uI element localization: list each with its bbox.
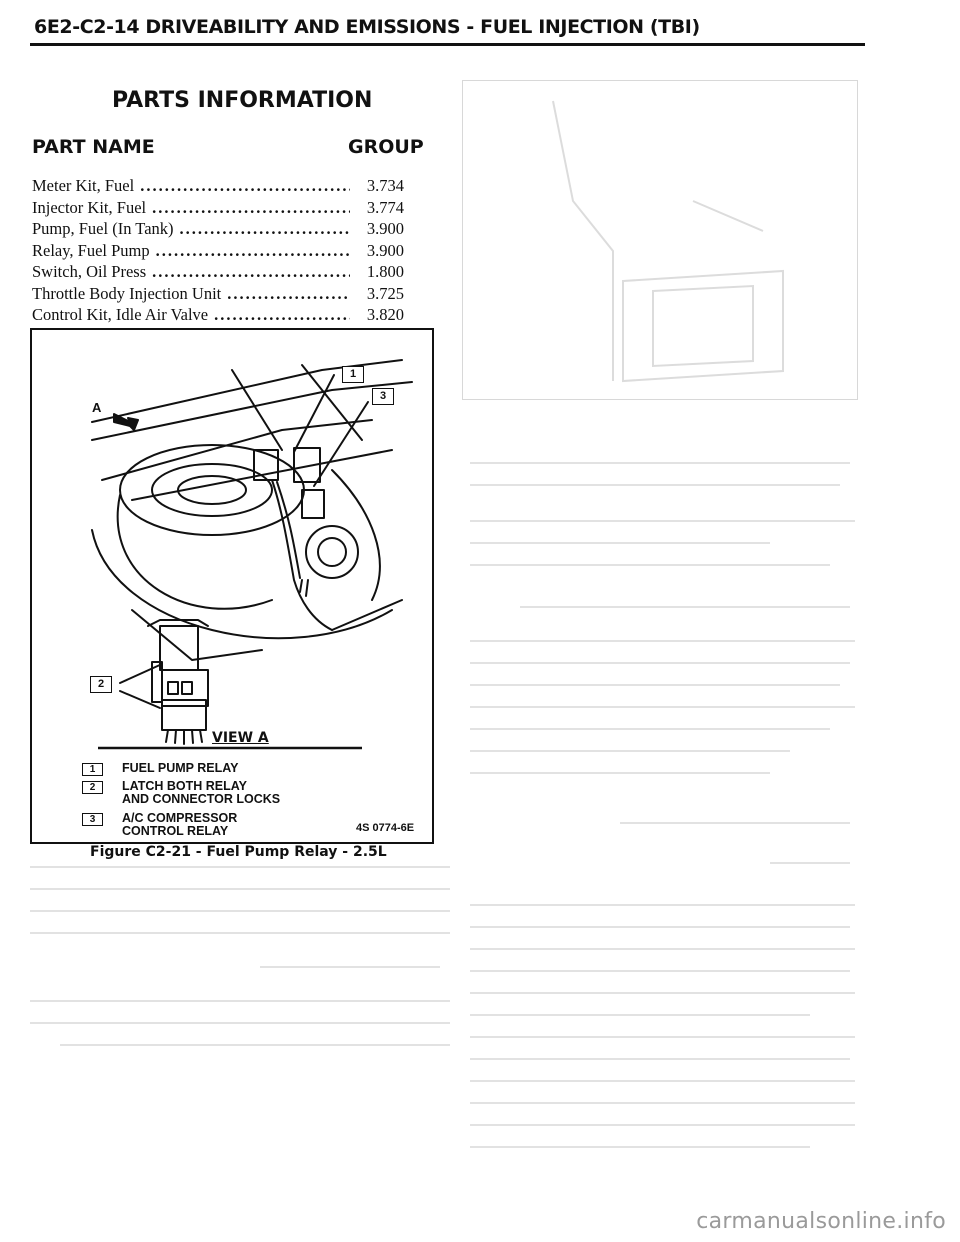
figure-code: 4S 0774-6E (356, 822, 415, 834)
parts-row: Relay, Fuel Pump .......................… (32, 241, 404, 263)
view-a-label: VIEW A (212, 730, 269, 746)
leader-dots: ...................................... (140, 176, 350, 195)
part-group: 3.774 (366, 197, 404, 217)
part-name: Meter Kit, Fuel (32, 176, 135, 195)
parts-row: Meter Kit, Fuel ........................… (32, 176, 404, 198)
parts-row: Control Kit, Idle Air Valve ............… (32, 305, 404, 327)
leader-dots: ...................................... (179, 219, 350, 238)
part-name: Throttle Body Injection Unit (32, 283, 222, 303)
legend-num: 2 (82, 781, 103, 794)
watermark: carmanualsonline.info (696, 1209, 946, 1234)
part-name: Relay, Fuel Pump (32, 240, 150, 260)
legend-text: A/C COMPRESSOR (122, 811, 238, 825)
page-header: 6E2-C2-14 DRIVEABILITY AND EMISSIONS - F… (34, 16, 700, 38)
parts-row: Injector Kit, Fuel .....................… (32, 198, 404, 220)
bleed-through-photo (462, 80, 858, 400)
parts-col-part-name: PART NAME (32, 136, 155, 158)
part-name: Switch, Oil Press (32, 262, 147, 281)
leader-dots: ...................................... (155, 240, 350, 260)
leader-dots: ...................................... (227, 283, 350, 303)
legend-num: 3 (82, 813, 103, 826)
legend-item: 1 FUEL PUMP RELAY (82, 761, 239, 776)
parts-col-group: GROUP (348, 136, 424, 158)
part-group: 1.800 (366, 262, 404, 281)
legend-text: AND CONNECTOR LOCKS (122, 792, 281, 806)
parts-row: Switch, Oil Press ......................… (32, 262, 404, 284)
parts-list: Meter Kit, Fuel ........................… (32, 176, 404, 327)
part-name: Injector Kit, Fuel (32, 197, 147, 217)
legend-text: FUEL PUMP RELAY (122, 761, 239, 775)
figure-caption: Figure C2-21 - Fuel Pump Relay - 2.5L (90, 844, 387, 860)
leader-dots: ...................................... (152, 197, 350, 217)
legend-item: 2 LATCH BOTH RELAY AND CONNECTOR LOCKS (82, 779, 281, 806)
legend-text: LATCH BOTH RELAY (122, 779, 247, 793)
parts-row: Pump, Fuel (In Tank) ...................… (32, 219, 404, 241)
view-arrow-label: A (92, 400, 102, 415)
part-group: 3.900 (366, 219, 404, 238)
legend-item: 3 A/C COMPRESSOR CONTROL RELAY (82, 811, 238, 838)
header-rule (30, 43, 865, 46)
leader-dots: ...................................... (214, 305, 350, 324)
part-group: 3.900 (366, 240, 404, 260)
callout-3: 3 (372, 388, 394, 405)
figure-fuel-pump-relay: 1 3 2 A (30, 328, 434, 844)
parts-row: Throttle Body Injection Unit ...........… (32, 284, 404, 306)
legend-text: CONTROL RELAY (122, 824, 229, 838)
leader-dots: ...................................... (152, 262, 350, 281)
relay-illustration (91, 359, 413, 750)
legend-num: 1 (82, 763, 103, 776)
callout-2: 2 (90, 676, 112, 693)
part-group: 3.734 (366, 176, 404, 195)
part-group: 3.725 (366, 283, 404, 303)
callout-1: 1 (342, 366, 364, 383)
part-name: Control Kit, Idle Air Valve (32, 305, 209, 324)
part-group: 3.820 (366, 305, 404, 324)
part-name: Pump, Fuel (In Tank) (32, 219, 174, 238)
parts-info-title: PARTS INFORMATION (112, 88, 373, 113)
